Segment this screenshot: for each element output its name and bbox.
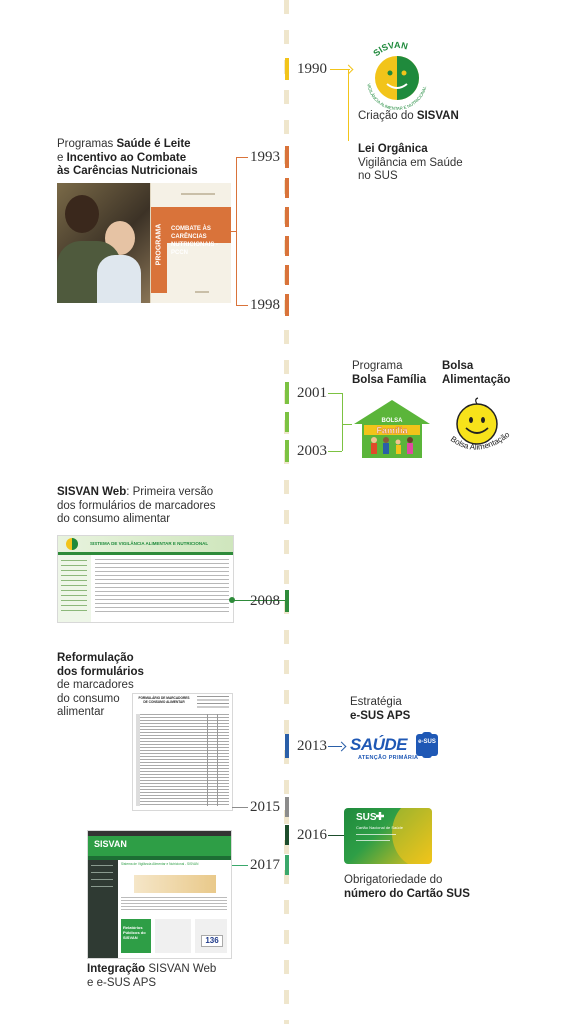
connector-2015 [232,807,248,808]
bracket-link-2001 [342,424,352,425]
connector-1990 [330,69,350,70]
sisvan-web-screenshot: SISTEMA DE VIGILÂNCIA ALIMENTAR E NUTRIC… [57,535,234,623]
year-2003: 2003 [297,443,327,459]
event-lei-organica: Lei Orgânica Vigilância em Saúde no SUS [358,143,463,182]
sisvan-new-screenshot: SISVAN Sistema de Vigilância Alimentar e… [87,830,232,959]
bolsa-familia-main: Família [376,426,408,436]
segment-1990 [285,58,289,80]
bolsa-familia-logo-icon: BOLSA Família [354,400,430,458]
event-integracao: Integração SISVAN Web e e-SUS APS [87,963,217,989]
year-2016: 2016 [297,827,327,843]
event-reformulacao: Reformulação dos formulários de marcador… [57,652,144,718]
sisvan-web-header: SISTEMA DE VIGILÂNCIA ALIMENTAR E NUTRIC… [90,541,209,546]
year-2013: 2013 [297,738,327,754]
sisvan-new-relatorios: Relatórios Públicos do SISVAN [123,925,146,940]
connector-2013 [328,746,342,747]
segment-2008 [285,590,289,612]
sisvan-new-subtitle: Sistema de Vigilância Alimentar e Nutric… [121,862,199,866]
segment-2017 [285,855,289,875]
dot-2008 [229,597,235,603]
saude-esus-logo: SAÚDE e-SUS ATENÇÃO PRIMÁRIA [350,732,445,764]
form-screenshot: FORMULÁRIO DE MARCADORES DE CONSUMO ALIM… [132,693,233,811]
year-1998: 1998 [250,297,280,313]
segment-1994 [285,178,289,198]
segment-1996 [285,236,289,256]
arrow-icon [336,741,347,752]
event-programas: Programas Saúde é Leite e Incentivo ao C… [57,138,198,177]
svg-text:SISVAN: SISVAN [371,40,409,58]
pccn-program: PROGRAMA [155,223,163,266]
segment-2016 [285,825,289,845]
year-1990: 1990 [297,61,327,77]
cartao-sus-card: SUS Cartão Nacional de Saúde [344,808,432,864]
segment-1993 [285,146,289,168]
cartao-title: Cartão Nacional de Saúde [356,825,403,830]
segment-1995 [285,207,289,227]
sisvan-new-brand: SISVAN [94,839,127,849]
sisvan-new-counter: 136 [201,935,223,947]
bracket-2001-2003 [342,393,343,451]
form-title: FORMULÁRIO DE MARCADORES DE CONSUMO ALIM… [138,696,190,704]
segment-2003 [285,440,289,462]
connector-1990-down [348,69,349,141]
connector-2016 [328,835,344,836]
connector-2008 [233,600,285,601]
cartao-sus-logo: SUS [356,812,377,823]
segment-1997 [285,265,289,285]
segment-1998 [285,294,289,316]
segment-2015 [285,797,289,817]
sisvan-logo-icon: SISVAN VIGILÂNCIA ALIMENTAR E NUTRICIONA… [366,40,427,111]
year-2015: 2015 [250,799,280,815]
bracket-link [230,231,237,232]
saude-main: SAÚDE [350,735,408,754]
event-sisvan-web: SISVAN Web: Primeira versão dos formulár… [57,486,216,525]
connector-2017 [230,865,248,866]
year-2008: 2008 [250,593,280,609]
bracket-bottom [236,305,248,306]
event-sisvan-creation: Criação do SISVAN [358,110,459,122]
bolsa-familia-top: BOLSA [382,418,404,424]
year-2017: 2017 [250,857,280,873]
segment-2001 [285,382,289,404]
bracket-top [236,157,248,158]
saude-badge: e-SUS [418,739,436,745]
segment-2013 [285,734,289,758]
timeline-axis [284,0,289,1024]
pccn-title: COMBATE ÀS CARÊNCIAS NUTRICIONAIS - PCCN [171,226,218,256]
segment-2002 [285,412,289,432]
saude-sub: ATENÇÃO PRIMÁRIA [358,755,419,761]
bracket-2001 [328,393,342,394]
pccn-cover: PROGRAMA COMBATE ÀS CARÊNCIAS NUTRICIONA… [150,183,231,303]
year-1993: 1993 [250,149,280,165]
bolsa-alimentacao-logo-icon: Bolsa Alimentação [449,397,512,452]
father-child-photo [57,183,150,303]
bracket-2003 [328,451,342,452]
sisvan-logo-name: SISVAN [371,40,409,58]
year-2001: 2001 [297,385,327,401]
